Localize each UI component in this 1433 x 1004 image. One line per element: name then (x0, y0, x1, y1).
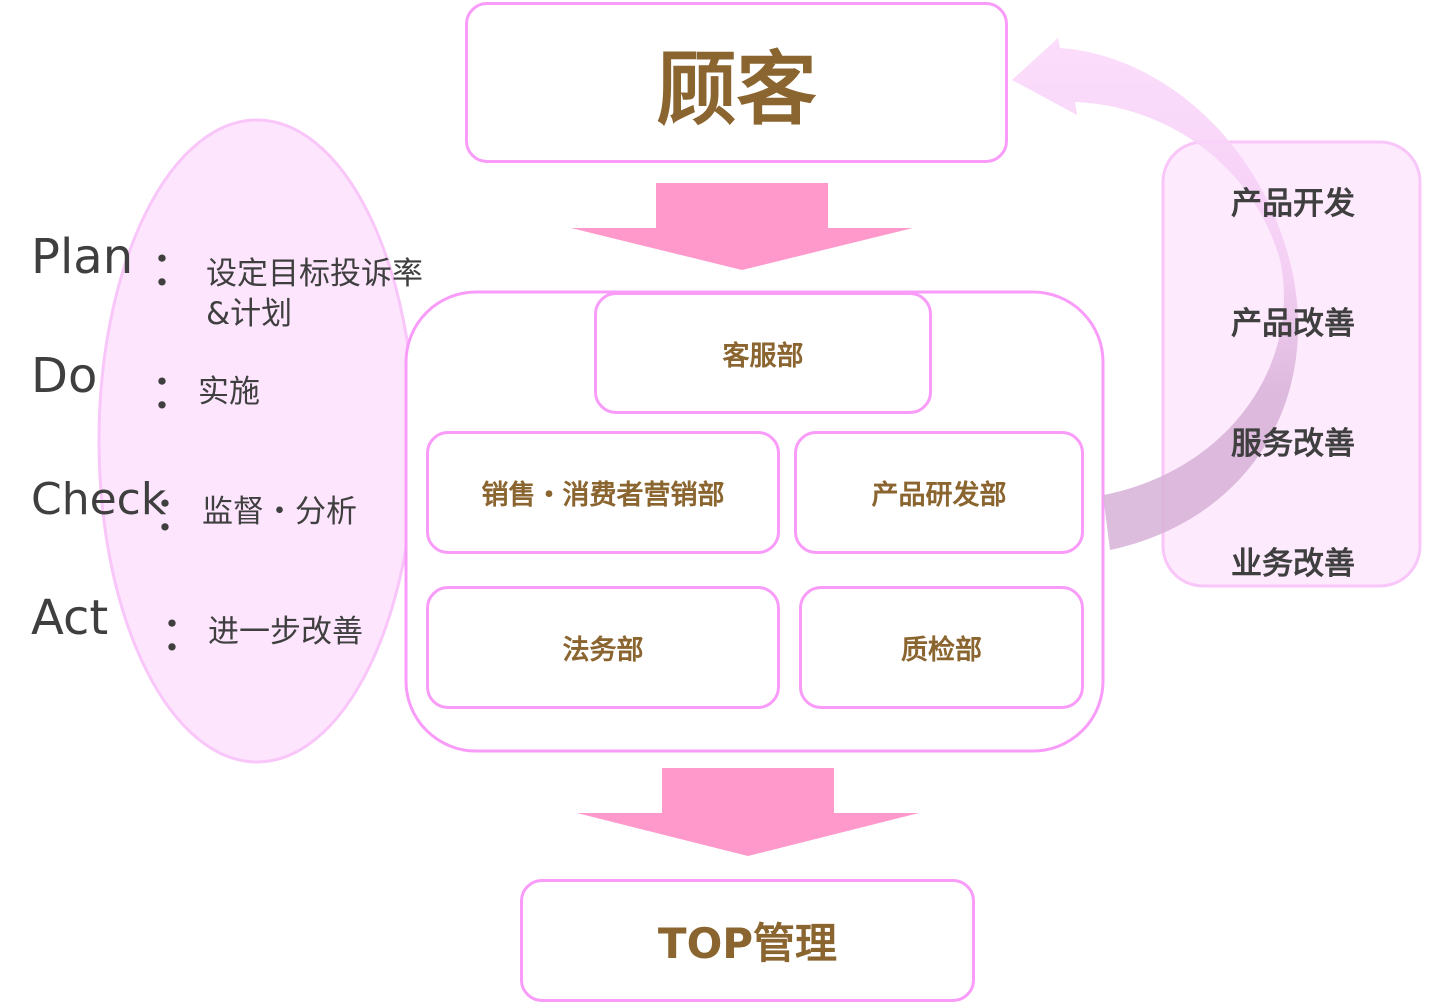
dept-label: 客服部 (722, 340, 804, 372)
pdca-plan-key: Plan (31, 229, 134, 285)
pdca-ellipse (97, 118, 417, 764)
down-arrow-bottom (577, 768, 919, 856)
top-management-box: TOP管理 (520, 879, 975, 1002)
pdca-do-key: Do (31, 348, 98, 404)
pdca-act-key: Act (31, 590, 109, 646)
dept-customer-service: 客服部 (594, 292, 932, 414)
improvement-item: 业务改善 (1231, 546, 1355, 582)
dept-legal: 法务部 (426, 586, 780, 709)
pdca-check-text: 监督・分析 (202, 494, 357, 530)
dept-label: 质检部 (901, 635, 982, 666)
dept-product-rd: 产品研发部 (794, 431, 1084, 554)
dept-quality-control: 质检部 (799, 586, 1084, 709)
dept-label: 法务部 (562, 635, 644, 666)
pdca-plan-text: 设定目标投诉率 (206, 256, 423, 292)
improvement-item: 产品改善 (1231, 306, 1355, 342)
feedback-curved-arrow (1012, 38, 1299, 550)
pdca-act-text: 进一步改善 (208, 614, 363, 650)
top-management-label: TOP管理 (657, 919, 838, 968)
pdca-act-sep: ： (160, 606, 209, 662)
pdca-plan-sep: ： (150, 241, 199, 297)
customer-label: 顾客 (656, 42, 817, 136)
pdca-check-sep: ： (153, 486, 202, 542)
dept-sales-marketing: 销售・消费者营销部 (426, 431, 780, 554)
dept-label: 销售・消费者营销部 (481, 480, 725, 511)
improvement-item: 服务改善 (1231, 426, 1355, 462)
pdca-do-sep: ： (150, 364, 199, 420)
pdca-do-text: 实施 (198, 374, 260, 410)
pdca-plan-text2: &计划 (206, 296, 293, 332)
pdca-check-key: Check (31, 474, 167, 525)
customer-box: 顾客 (465, 2, 1008, 163)
dept-label: 产品研发部 (871, 480, 1007, 511)
down-arrow-top (571, 183, 913, 270)
improvement-item: 产品开发 (1231, 186, 1355, 222)
